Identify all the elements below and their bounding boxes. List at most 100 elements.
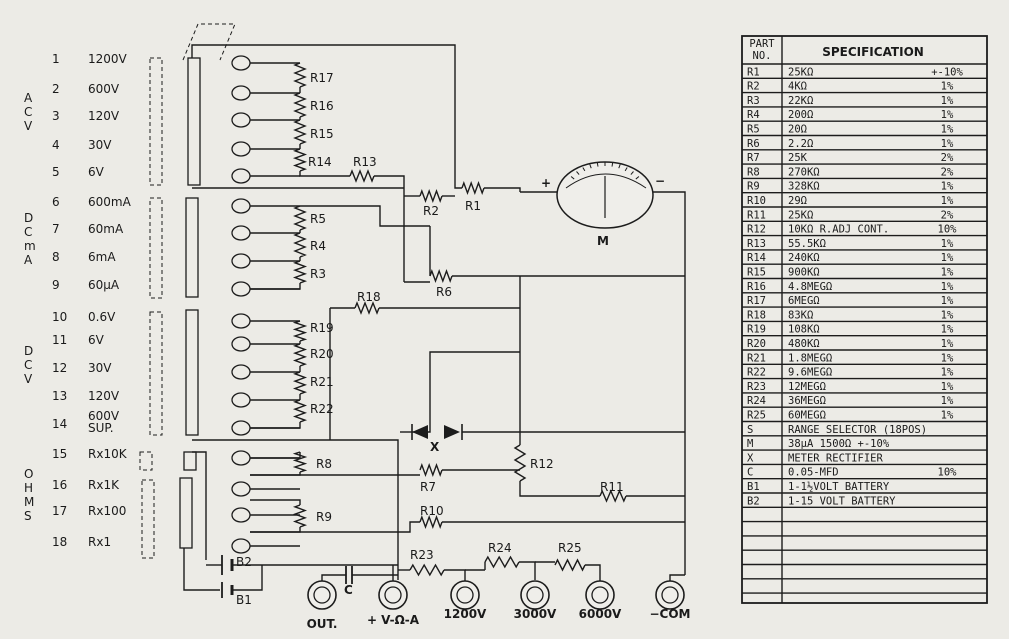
group-letter: O: [24, 467, 33, 481]
meter-tick: [570, 176, 575, 180]
range-label: 30V: [88, 361, 112, 375]
switch-contact: [231, 198, 251, 214]
table-part-cell: R14: [747, 252, 766, 264]
range-number: 10: [52, 310, 67, 324]
table-tol-cell: 1%: [941, 295, 954, 307]
range-label: 120V: [88, 109, 120, 123]
range-number: 2: [52, 82, 60, 96]
group-letter: m: [24, 239, 36, 253]
table-spec-cell: RANGE SELECTOR (18POS): [788, 424, 927, 436]
switch-contact: [231, 538, 251, 554]
meter-tick: [596, 162, 599, 167]
range-label: 600mA: [88, 195, 132, 209]
switch-knob-dashed: [182, 23, 236, 61]
range-number: 3: [52, 109, 60, 123]
table-spec-cell: 1.8MEGΩ: [788, 352, 832, 364]
range-label: Rx1: [88, 535, 111, 549]
jack-inner: [456, 586, 474, 604]
R22-zigzag: [292, 399, 308, 423]
jack-outer: [520, 580, 550, 610]
table-part-cell: R15: [747, 267, 766, 279]
R14-zigzag: [292, 148, 308, 172]
terminal-jack: OUT.: [307, 580, 337, 631]
meter-tick: [624, 167, 628, 172]
table-spec-cell: 480KΩ: [788, 338, 820, 350]
table-part-cell: R10: [747, 195, 766, 207]
table-spec-cell: 12MEGΩ: [788, 381, 826, 393]
range-number: 14: [52, 417, 67, 431]
group-letter: M: [24, 495, 34, 509]
resistor-label-r18: R18: [357, 290, 381, 304]
switch-contact: [231, 281, 251, 297]
R17-zigzag: [293, 62, 307, 88]
table-spec-cell: 9.6MEGΩ: [788, 367, 832, 379]
meter-scale: [565, 173, 647, 189]
jack-outer: [378, 580, 408, 610]
table-spec-cell: 25KΩ: [788, 209, 813, 221]
switch-contact: [231, 507, 251, 523]
range-label: 60mA: [88, 222, 124, 236]
R15-zigzag: [293, 119, 307, 145]
jack-inner: [313, 586, 331, 604]
meter-minus-label: −: [655, 174, 665, 188]
table-part-cell: R21: [747, 352, 766, 364]
R3-zigzag: [292, 260, 308, 284]
range-number: 8: [52, 250, 60, 264]
switch-contact: [231, 85, 251, 101]
wire: [250, 422, 301, 429]
table-spec-cell: 55.5KΩ: [788, 238, 826, 250]
table-spec-cell: 240KΩ: [788, 252, 820, 264]
table-part-cell: R5: [747, 124, 760, 136]
terminal-jack: −COM: [649, 580, 691, 621]
R25-zigzag: [554, 558, 586, 572]
resistor-label-r5: R5: [310, 212, 326, 226]
table-spec-cell: 900KΩ: [788, 267, 820, 279]
resistor-label-r10: R10: [420, 504, 444, 518]
table-spec-cell: METER RECTIFIER: [788, 452, 884, 464]
switch-deck-dashed: [149, 57, 163, 186]
table-tol-cell: 1%: [941, 81, 954, 93]
table-tol-cell: 1%: [941, 410, 954, 422]
resistor-label-r13: R13: [353, 155, 377, 169]
switch-contact: [231, 55, 251, 71]
wire: [192, 439, 399, 580]
switch-rail: [187, 57, 201, 186]
wire: [183, 548, 220, 591]
table-tol-cell: 1%: [941, 267, 954, 279]
table-part-cell: R18: [747, 309, 766, 321]
table-part-cell: B1: [747, 481, 760, 493]
switch-contact: [231, 313, 251, 329]
wire: [232, 565, 263, 591]
resistor-label-r16: R16: [310, 99, 334, 113]
R7-zigzag: [419, 462, 443, 478]
range-number: 12: [52, 361, 67, 375]
table-spec-cell: 22KΩ: [788, 95, 813, 107]
switch-deck-dashed: [149, 197, 163, 299]
resistor-label-r1: R1: [465, 199, 481, 213]
table-part-cell: R12: [747, 224, 766, 236]
jack-outer: [655, 580, 685, 610]
table-tol-cell: 1%: [941, 367, 954, 379]
range-number: 15: [52, 447, 67, 461]
resistor-label-r20: R20: [310, 347, 334, 361]
table-spec-cell: 38μA 1500Ω +-10%: [788, 438, 890, 450]
table-spec-cell: 0.05-MFD: [788, 467, 839, 479]
table-spec-cell: 10KΩ R.ADJ CONT.: [788, 224, 889, 236]
R4-zigzag: [293, 232, 307, 258]
switch-contact: [231, 253, 251, 269]
table-spec-cell: 200Ω: [788, 109, 813, 121]
group-letter: A: [24, 253, 33, 267]
table-part-cell: R17: [747, 295, 766, 307]
R23-zigzag: [409, 563, 445, 577]
table-tol-cell: 1%: [941, 181, 954, 193]
table-tol-cell: 1%: [941, 395, 954, 407]
table-part-cell: R3: [747, 95, 760, 107]
range-label: 0.6V: [88, 310, 116, 324]
jack-inner: [384, 586, 402, 604]
wire: [250, 521, 420, 533]
table-spec-cell: 1-1½VOLT BATTERY: [788, 481, 890, 493]
table-spec-cell: 1-15 VOLT BATTERY: [788, 495, 896, 507]
table-spec-cell: 4.8MEGΩ: [788, 281, 832, 293]
